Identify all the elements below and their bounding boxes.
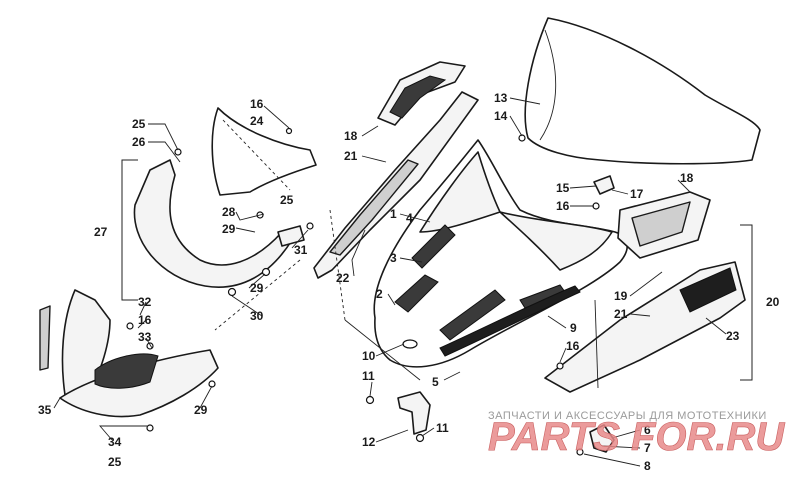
callout-20: 20 (766, 295, 780, 309)
watermark-caption: ЗАПЧАСТИ И АКСЕССУАРЫ ДЛЯ МОТОТЕХНИКИ (488, 410, 767, 422)
callout-35: 35 (38, 403, 52, 417)
callout-16: 16 (566, 339, 580, 353)
callout-21: 21 (344, 149, 358, 163)
left-side-trim (313, 91, 479, 279)
callout-23: 23 (726, 329, 740, 343)
callout-28: 28 (222, 205, 236, 219)
callout-5: 5 (432, 375, 439, 389)
watermark: ЗАПЧАСТИ И АКСЕССУАРЫ ДЛЯ МОТОТЕХНИКИ PA… (488, 410, 786, 459)
callout-25: 25 (132, 117, 146, 131)
callout-3: 3 (390, 251, 397, 265)
callout-9: 9 (570, 321, 577, 335)
callout-31: 31 (294, 243, 308, 257)
callout-13: 13 (494, 91, 508, 105)
callout-29: 29 (222, 222, 236, 236)
callout-4: 4 (406, 211, 413, 225)
windshield (524, 17, 761, 165)
watermark-brand: PARTS FOR.RU (488, 415, 785, 459)
group-brackets (121, 119, 753, 389)
callout-7: 7 (644, 441, 651, 455)
callout-11: 11 (436, 421, 449, 435)
callout-21: 21 (614, 307, 628, 321)
mounting-brackets (126, 127, 615, 456)
callout-16: 16 (138, 313, 152, 327)
callout-29: 29 (250, 281, 264, 295)
callout-11: 11 (362, 369, 375, 383)
callout-30: 30 (250, 309, 264, 323)
callout-34: 34 (108, 435, 122, 449)
callout-16: 16 (556, 199, 570, 213)
left-vent-grille (377, 61, 466, 126)
callout-8: 8 (644, 459, 651, 473)
callout-numbers: 25 26 16 24 27 28 29 25 31 29 30 32 16 3… (38, 91, 780, 473)
callout-10: 10 (362, 349, 376, 363)
callout-27: 27 (94, 225, 108, 239)
main-hood (373, 139, 628, 368)
callout-24: 24 (250, 114, 264, 128)
callout-17: 17 (630, 187, 644, 201)
callout-25: 25 (280, 193, 294, 207)
right-side-panel (544, 191, 746, 393)
callout-12: 12 (362, 435, 376, 449)
callout-6: 6 (644, 423, 651, 437)
leader-lines (53, 97, 727, 467)
callout-2: 2 (376, 287, 383, 301)
callout-15: 15 (556, 181, 570, 195)
callout-14: 14 (494, 109, 508, 123)
callout-22: 22 (336, 271, 350, 285)
callout-29: 29 (194, 403, 208, 417)
callout-18: 18 (344, 129, 358, 143)
callout-25: 25 (108, 455, 122, 469)
callout-18: 18 (680, 171, 694, 185)
lower-front-fairing (39, 289, 219, 418)
callout-16: 16 (250, 97, 264, 111)
callout-32: 32 (138, 295, 152, 309)
callout-26: 26 (132, 135, 146, 149)
callout-33: 33 (138, 330, 152, 344)
callout-19: 19 (614, 289, 628, 303)
callout-1: 1 (390, 207, 397, 221)
